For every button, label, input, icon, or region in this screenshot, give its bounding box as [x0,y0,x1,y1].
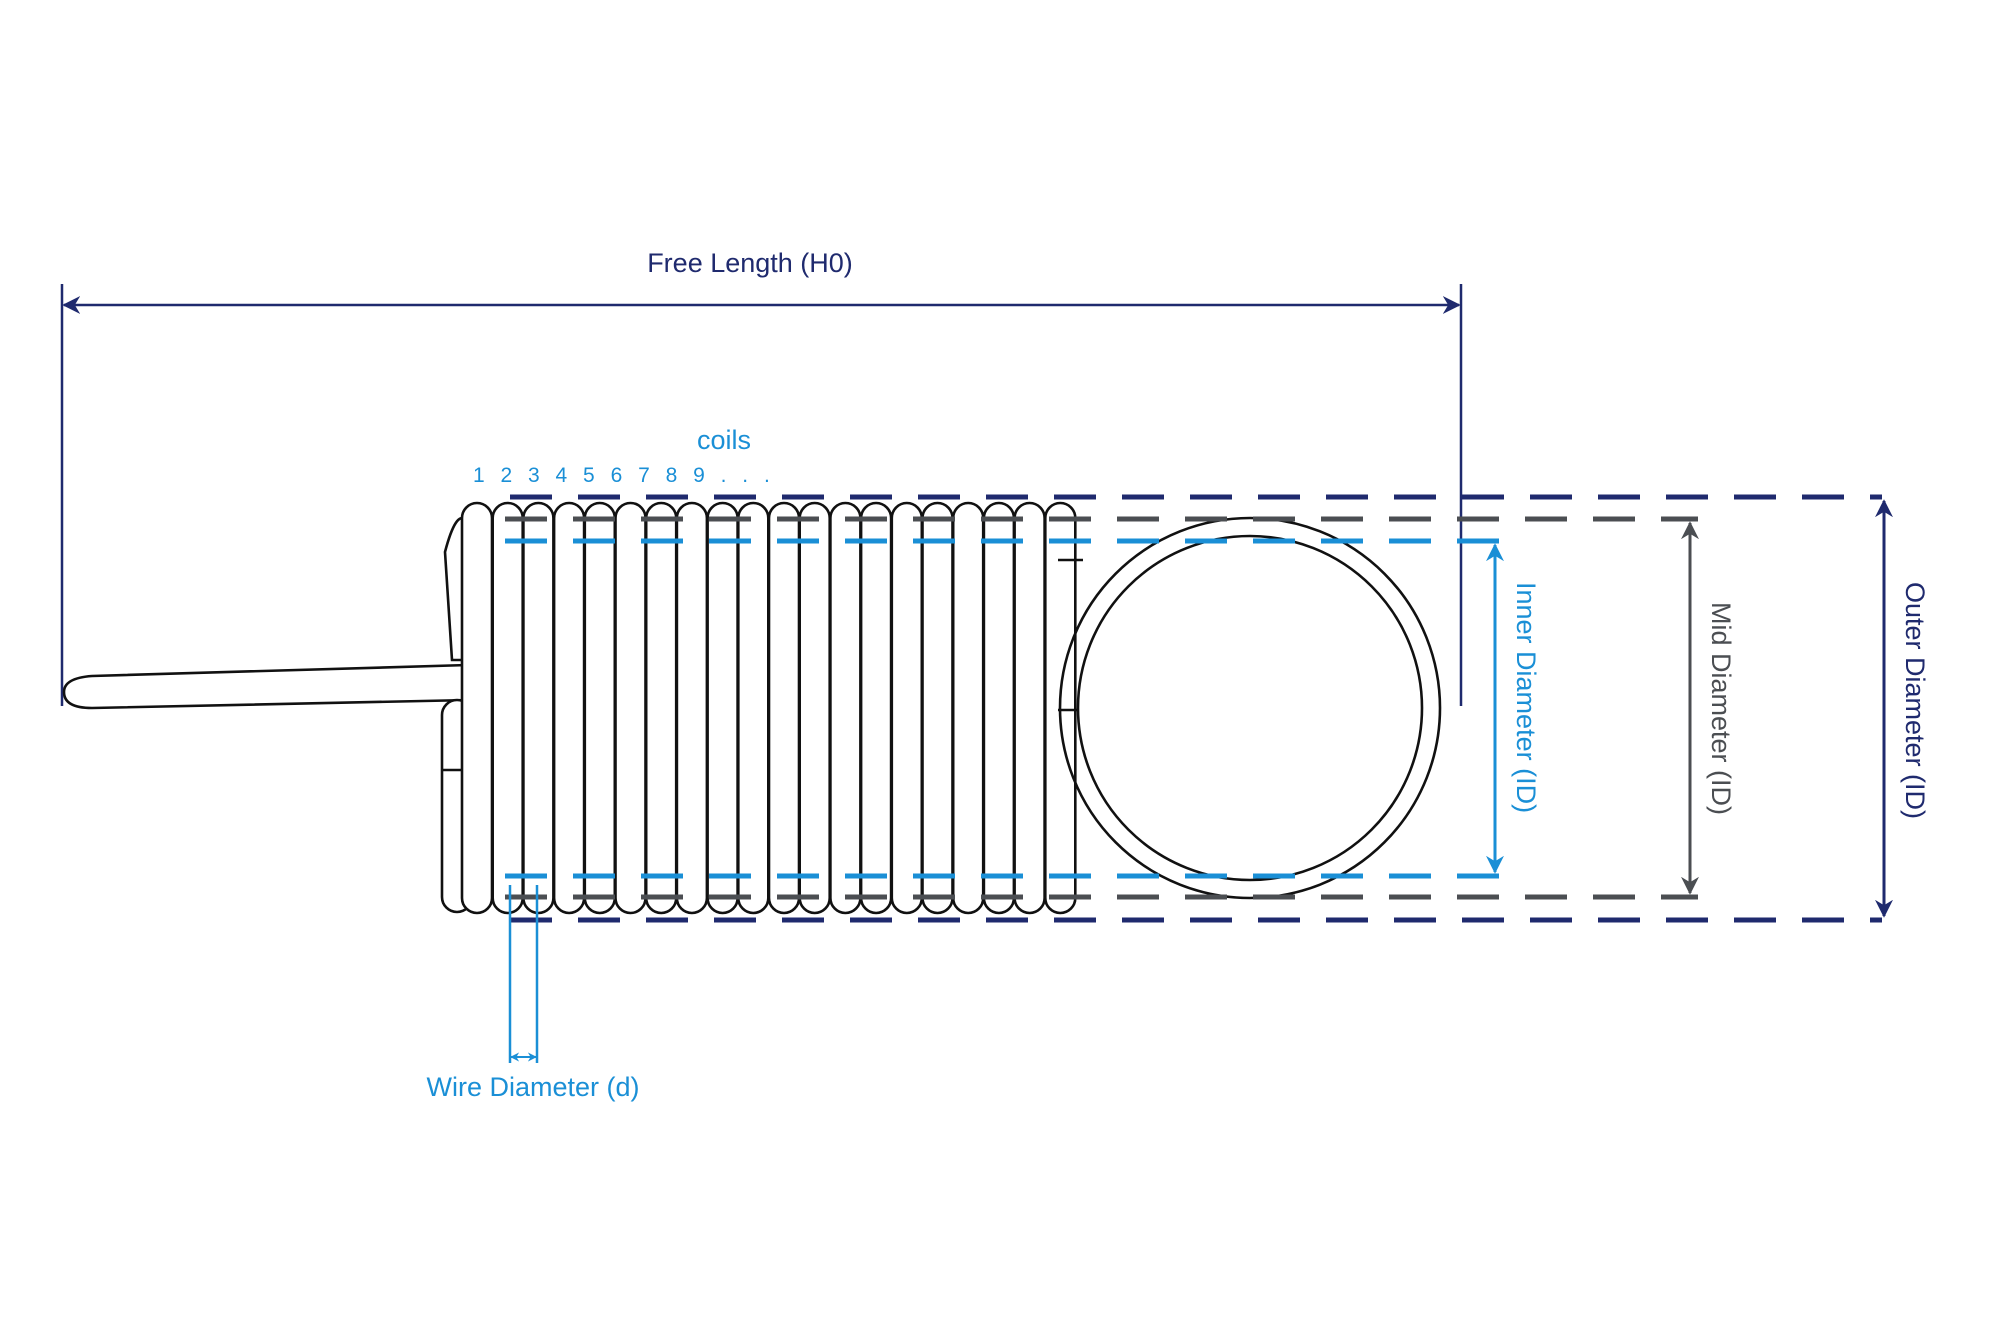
coil-turn [460,501,494,915]
mid-diameter-label: Mid Diameter (ID) [1706,602,1736,815]
coil-turn [552,501,586,915]
coil-turn [951,501,985,915]
end-loop-outer [1058,516,1442,900]
coils-label: coils [697,425,751,455]
coil-turn [583,501,617,915]
coil-turn [644,501,678,915]
coil-numbers: 1 2 3 4 5 6 7 8 9 . . . [473,464,775,487]
coil-turn [767,501,801,915]
coil-turn [522,501,555,915]
coil-turn [614,501,647,915]
coil-turn [829,501,862,915]
coil-turn [890,501,924,915]
reference-lines [505,494,1882,923]
inner-diameter-label: Inner Diameter (ID) [1511,582,1541,813]
hook-arm [62,663,472,710]
coil-turn [736,501,770,915]
coil-turn [982,501,1016,915]
end-loop-inner [1076,534,1424,882]
outer-diameter-dimension: Outer Diameter (ID) [1875,499,1930,918]
coil-turns [460,501,1077,915]
coil-turn [491,501,525,915]
free-length-dimension: Free Length (H0) [60,248,1463,706]
coil-turn [675,501,709,915]
coil-turn [859,501,893,915]
coil-turn [1013,501,1046,915]
coil-turn [921,501,954,915]
outer-diameter-label: Outer Diameter (ID) [1900,582,1930,819]
coil-turn [798,501,832,915]
free-length-label: Free Length (H0) [647,248,853,278]
wire-diameter-dimension: Wire Diameter (d) [426,885,640,1102]
coil-turn [706,501,739,915]
spring-body [62,501,1442,915]
mid-diameter-dimension: Mid Diameter (ID) [1681,521,1736,895]
inner-diameter-dimension: Inner Diameter (ID) [1486,543,1541,874]
wire-diameter-label: Wire Diameter (d) [426,1072,639,1102]
